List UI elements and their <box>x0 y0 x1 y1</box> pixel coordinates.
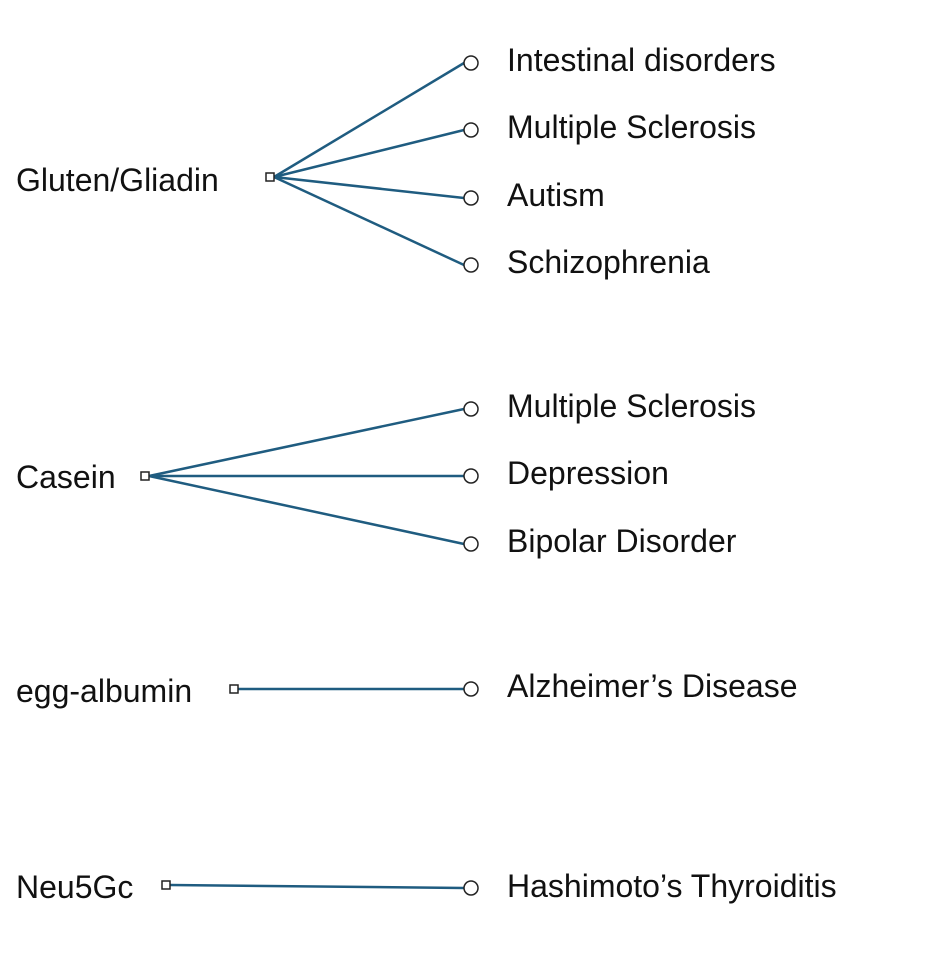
target-marker-autism <box>463 190 479 206</box>
target-marker-alzheimers-disease <box>463 681 479 697</box>
target-label-depression: Depression <box>507 455 669 491</box>
connector-line-gluten-gliadin-to-autism <box>273 175 465 200</box>
target-label-bipolar-disorder: Bipolar Disorder <box>507 523 737 559</box>
connector-line-gluten-gliadin-to-intestinal-disorders <box>273 61 465 179</box>
target-marker-depression <box>463 468 479 484</box>
target-label-schizophrenia: Schizophrenia <box>507 244 710 280</box>
target-label-alzheimers-disease: Alzheimer’s Disease <box>507 668 798 704</box>
source-marker-casein <box>140 471 150 481</box>
connector-line-neu5gc-to-hashimotos-thyroiditis <box>169 883 465 890</box>
target-label-intestinal-disorders: Intestinal disorders <box>507 42 776 78</box>
target-label-autism: Autism <box>507 177 605 213</box>
source-marker-egg-albumin <box>229 684 239 694</box>
target-marker-multiple-sclerosis <box>463 122 479 138</box>
target-marker-schizophrenia <box>463 257 479 273</box>
connector-line-gluten-gliadin-to-schizophrenia <box>273 175 465 267</box>
source-label-gluten-gliadin: Gluten/Gliadin <box>16 162 219 198</box>
target-marker-bipolar-disorder <box>463 536 479 552</box>
connector-line-gluten-gliadin-to-multiple-sclerosis <box>273 128 465 179</box>
target-label-hashimotos-thyroiditis: Hashimoto’s Thyroiditis <box>507 868 837 904</box>
target-marker-hashimotos-thyroiditis <box>463 880 479 896</box>
source-label-egg-albumin: egg-albumin <box>16 673 193 709</box>
source-label-neu5gc: Neu5Gc <box>16 869 134 905</box>
source-marker-neu5gc <box>161 880 171 890</box>
target-label-multiple-sclerosis: Multiple Sclerosis <box>507 388 756 424</box>
connector-line-casein-to-multiple-sclerosis <box>148 407 465 478</box>
target-label-multiple-sclerosis: Multiple Sclerosis <box>507 109 756 145</box>
source-label-casein: Casein <box>16 459 116 495</box>
source-marker-gluten-gliadin <box>265 172 275 182</box>
connector-line-casein-to-bipolar-disorder <box>148 474 465 546</box>
target-marker-multiple-sclerosis <box>463 401 479 417</box>
target-marker-intestinal-disorders <box>463 55 479 71</box>
